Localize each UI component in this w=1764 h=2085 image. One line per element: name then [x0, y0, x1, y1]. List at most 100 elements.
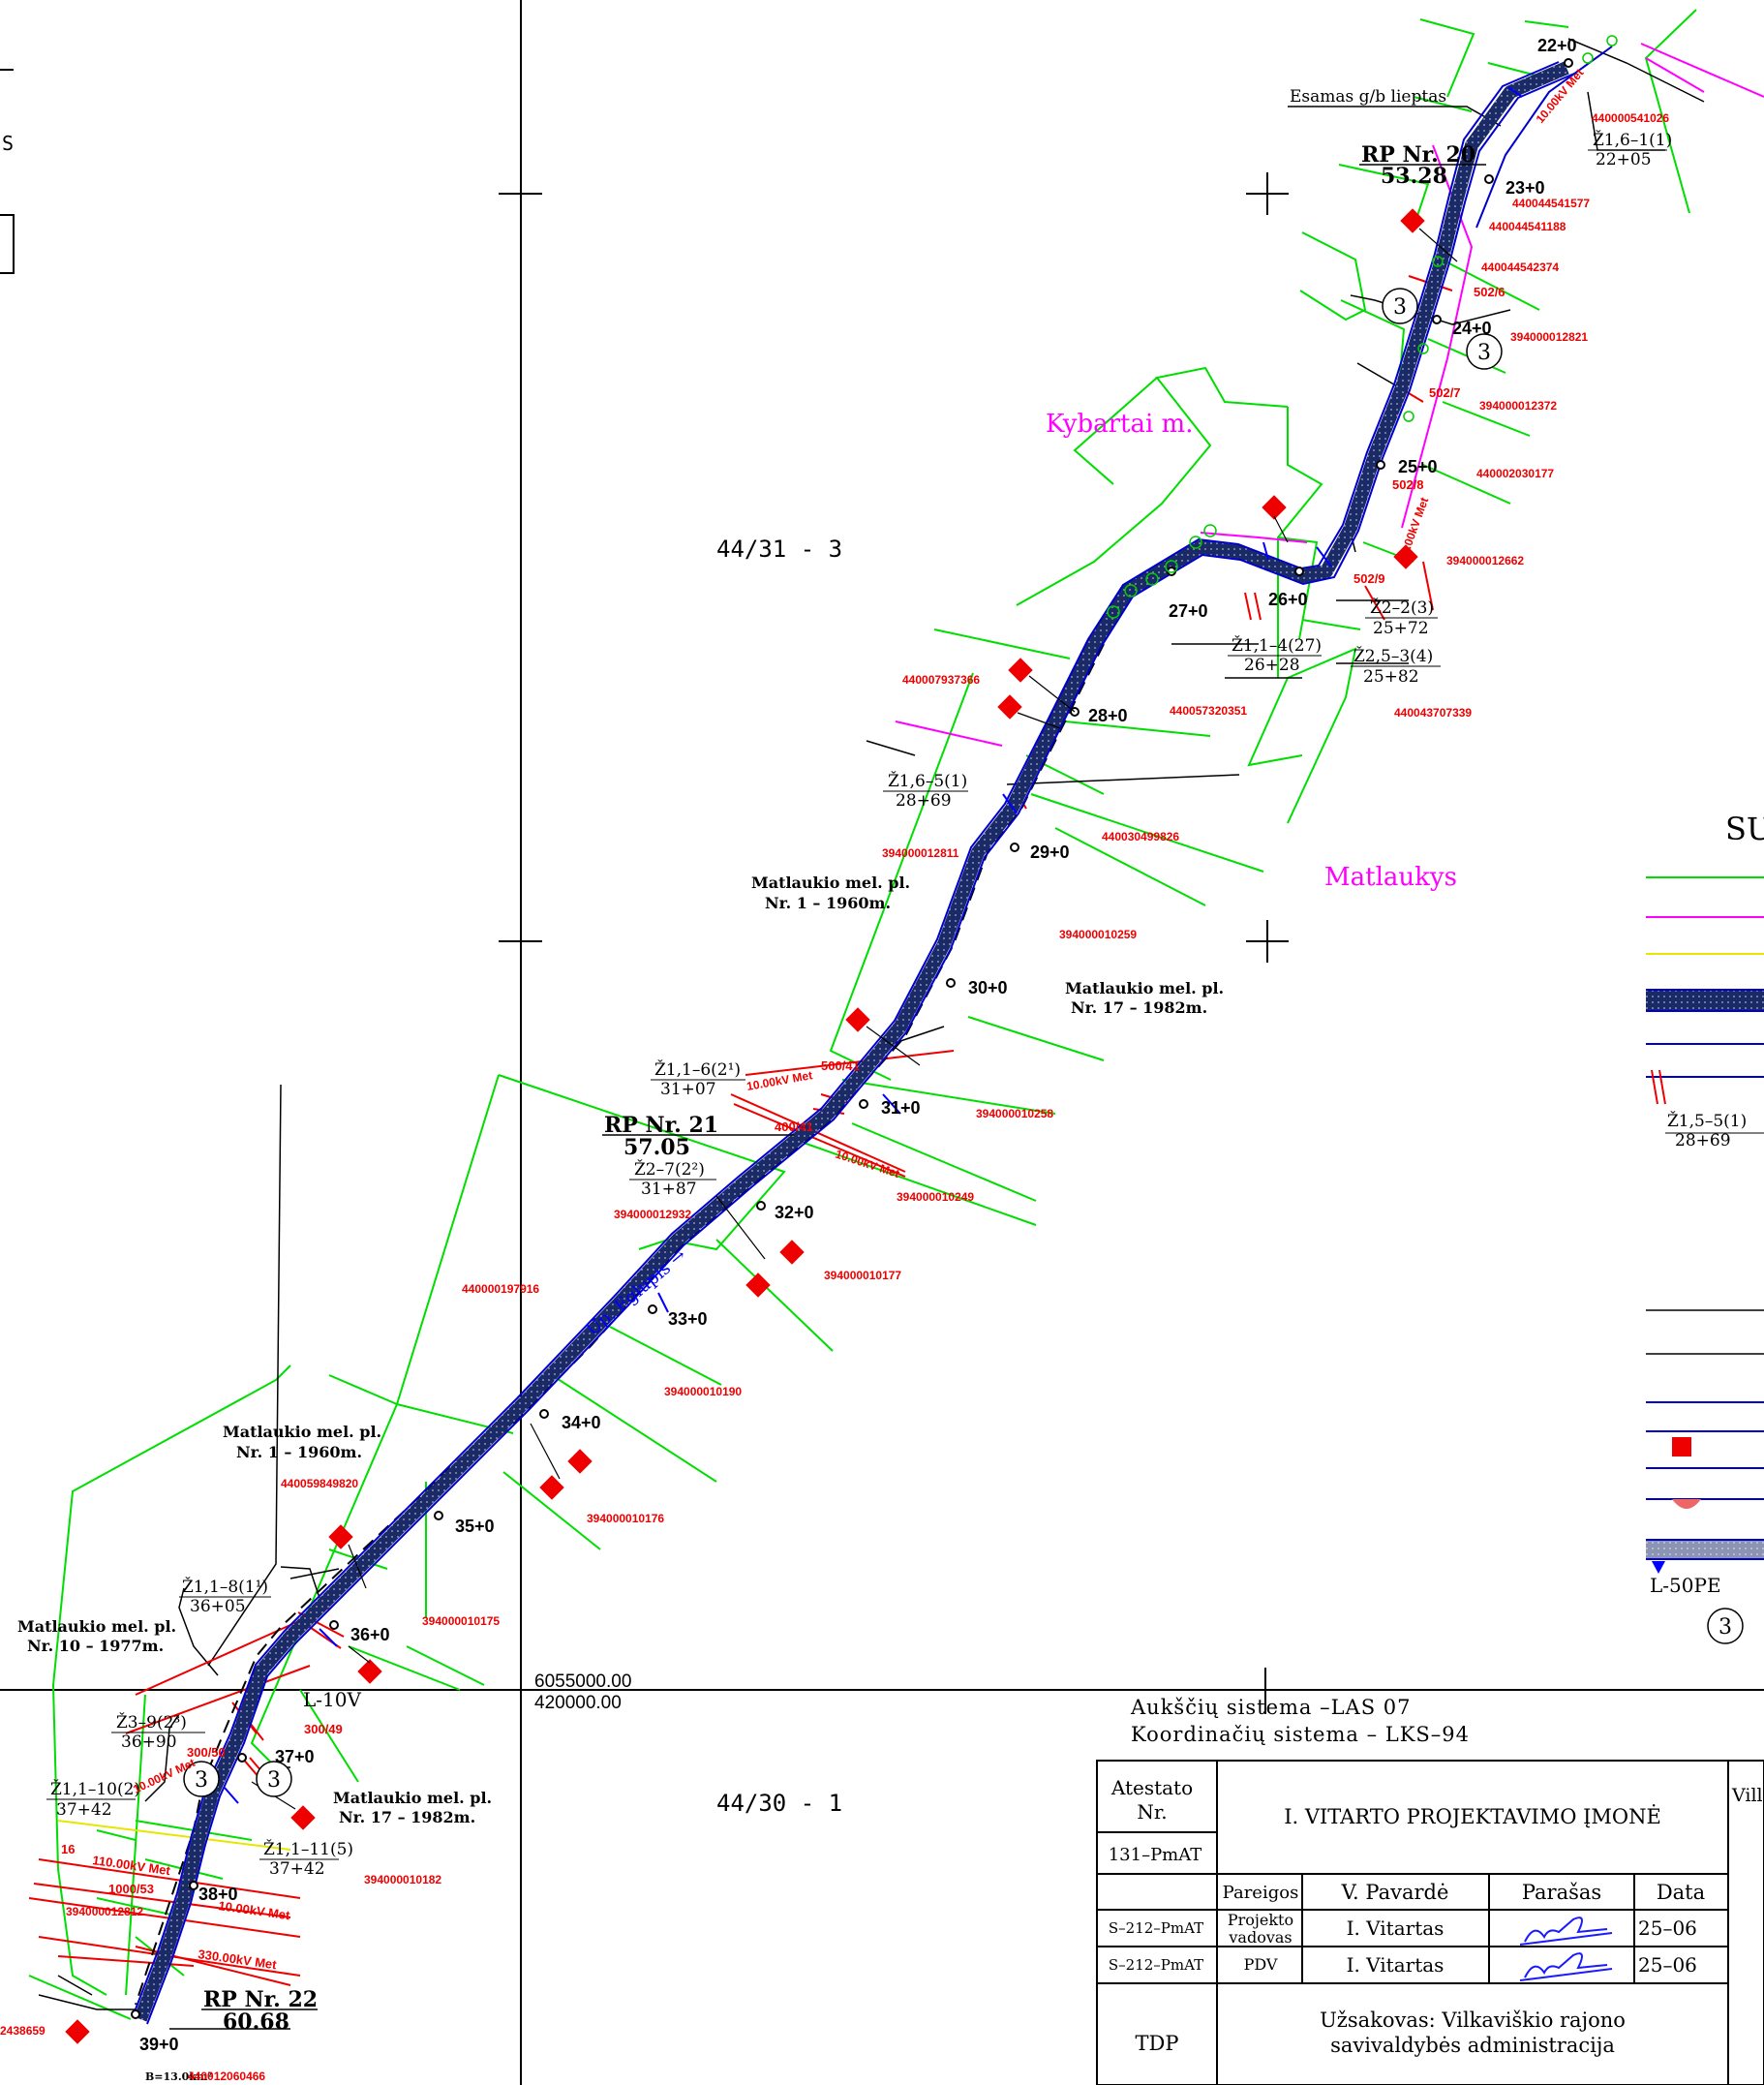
crossing-station: 31+87 [641, 1180, 697, 1199]
parcel-number: 440059849820 [281, 1477, 358, 1490]
place-name-matlaukys: Matlaukys [1324, 863, 1457, 892]
parcel-number: 394000010249 [897, 1190, 974, 1204]
crossing-station: 36+90 [121, 1732, 177, 1752]
title-block [1096, 1760, 1764, 2085]
station-markers [131, 58, 1573, 2019]
crossing-code: Ž2–7(2²) [634, 1159, 705, 1180]
melioration-line2: Nr. 1 – 1960m. [765, 894, 891, 912]
parcel-number: 440000541026 [1592, 111, 1669, 125]
height-system: Aukščių sistema –LAS 07 [1130, 1696, 1412, 1719]
crossing-station: 25+72 [1373, 619, 1429, 638]
pipeline-edge-b [133, 61, 1560, 2015]
parcel-number: 394000012662 [1446, 554, 1524, 567]
power-labels: 10.00kV Met 10.00kV Met 10.00kV Met 10.0… [92, 66, 1587, 1972]
tb-h-pareigos: Pareigos [1223, 1883, 1299, 1903]
parcel-number: 440043707339 [1394, 706, 1472, 720]
parcel-number: 440044541188 [1489, 220, 1566, 233]
signature-1 [1519, 1916, 1613, 1946]
parcel-number: 440002030177 [1476, 467, 1554, 480]
yellow-line [57, 1820, 291, 1851]
rp-benchmarks: RP Nr. 20 53.28 RP Nr. 21 57.05 RP Nr. 2… [201, 142, 1486, 2035]
diamond-leaders [251, 228, 1458, 1810]
rp-name: RP Nr. 22 [203, 1987, 318, 2012]
crossing-labels: Ž1,6–1(1) 22+05 Ž2–2(3) 25+72 Ž1,1–4(27)… [46, 130, 1672, 1879]
tb-atestato: Atestato [1110, 1776, 1193, 1799]
crossing-station: 22+05 [1596, 150, 1652, 169]
station-label: 38+0 [198, 1885, 238, 1904]
melioration-line1: Matlaukio mel. pl. [1065, 979, 1224, 997]
tb-row-name: I. Vitartas [1347, 1916, 1445, 1940]
legend-sample-code: Ž1,5–5(1) [1667, 1111, 1747, 1131]
station-label: 24+0 [1452, 319, 1492, 338]
tb-row-code: S–212–PmAT [1109, 1956, 1203, 1974]
melioration-line1: Matlaukio mel. pl. [751, 874, 910, 892]
crossing-ticks [224, 86, 1523, 1804]
parcel-number: 394000012821 [1510, 330, 1588, 344]
water-line [1475, 46, 1613, 229]
rp-value: 53.28 [1381, 164, 1447, 189]
circle-label: 3 [267, 1768, 281, 1793]
tb-h-pavarde: V. Pavardė [1341, 1881, 1449, 1904]
station-label: 31+0 [881, 1098, 921, 1118]
crossing-code: Ž3–9(2³) [116, 1712, 187, 1732]
station-label: 39+0 [139, 2035, 179, 2054]
coord-system: Koordinačių sistema – LKS–94 [1131, 1723, 1470, 1746]
parcel-number: 440044542374 [1481, 261, 1559, 274]
tb-row-date: 25–06 [1638, 1953, 1697, 1977]
tb-company: I. VITARTO PROJEKTAVIMO ĮMONĖ [1284, 1805, 1661, 1828]
power-line-label: 110.00kV Met [92, 1853, 172, 1878]
power-line-label: 10.00kV Met [218, 1898, 291, 1922]
power-line-label: 330.00kV Met [198, 1947, 279, 1972]
crossing-code: Ž1,1–6(2¹) [654, 1059, 741, 1080]
parcel-number: 394000012811 [882, 846, 959, 860]
parcel-number: 394000012812 [66, 1905, 143, 1918]
place-name-kybartai: Kybartai m. [1046, 410, 1193, 439]
parcel-number: 394000012932 [614, 1208, 691, 1221]
tb-h-data: Data [1657, 1881, 1705, 1904]
tb-client-2: savivaldybės administracija [1330, 2034, 1615, 2057]
signature-2 [1519, 1952, 1613, 1981]
pole-number: 502/8 [1392, 477, 1424, 492]
coord-east: 420000.00 [534, 1693, 622, 1713]
title-block-text: Atestato Nr. 131–PmAT I. VITARTO PROJEKT… [1109, 1776, 1763, 2057]
rp-value: 60.68 [223, 2009, 289, 2035]
black-leaders [38, 38, 1705, 2030]
parcel-number: 440030499826 [1102, 830, 1179, 843]
parcel-number: 440007937366 [902, 673, 980, 687]
station-label: 36+0 [350, 1625, 390, 1644]
pole-number: 400/41 [775, 1119, 813, 1134]
pipeline-route [134, 61, 1569, 2022]
parcel-number: 440012060466 [188, 2070, 265, 2083]
crossing-station: 25+82 [1363, 667, 1419, 687]
station-label: 28+0 [1088, 706, 1128, 725]
power-line-label: 10.00kV Met [745, 1068, 813, 1093]
circle-label: 3 [1477, 341, 1491, 365]
parcel-number: 394000010176 [587, 1512, 664, 1525]
legend-sample-station: 28+69 [1675, 1131, 1731, 1150]
rp-value: 57.05 [623, 1135, 690, 1160]
tb-vill: Vill [1731, 1785, 1763, 1806]
crossing-code: Ž1,1–10(2) [50, 1779, 140, 1799]
bridge-label: Esamas g/b lieptas [1290, 87, 1446, 107]
pole-numbers: 502/6 502/7 502/8 502/9 500/41 400/41 30… [61, 285, 1505, 1896]
parcel-number: 440044541577 [1512, 197, 1590, 210]
parcel-number: 440000197916 [462, 1282, 539, 1296]
catchment-area: B=13.0km² [145, 2070, 213, 2083]
station-label: 37+0 [275, 1747, 315, 1766]
crossing-station: 37+42 [269, 1859, 325, 1879]
tb-row-code: S–212–PmAT [1109, 1919, 1203, 1937]
parcel-number: 394000010259 [1059, 928, 1137, 941]
tree-symbols [1107, 35, 1618, 619]
melioration-line2: Nr. 1 – 1960m. [236, 1443, 362, 1461]
section-circles [183, 288, 1503, 1797]
parcel-number: 440057320351 [1170, 704, 1247, 718]
parcel-number: 394000010175 [422, 1614, 500, 1628]
station-label: 30+0 [968, 978, 1008, 997]
pole-number: 16 [61, 1842, 75, 1856]
melioration-labels: Matlaukio mel. pl. Nr. 1 – 1960m. Matlau… [17, 874, 1224, 1826]
crossing-station: 26+28 [1244, 656, 1300, 675]
station-label: 34+0 [562, 1413, 601, 1432]
pipeline-edge-a [146, 73, 1575, 2025]
melioration-line1: Matlaukio mel. pl. [17, 1617, 176, 1636]
rp-name: RP Nr. 20 [1361, 142, 1475, 168]
